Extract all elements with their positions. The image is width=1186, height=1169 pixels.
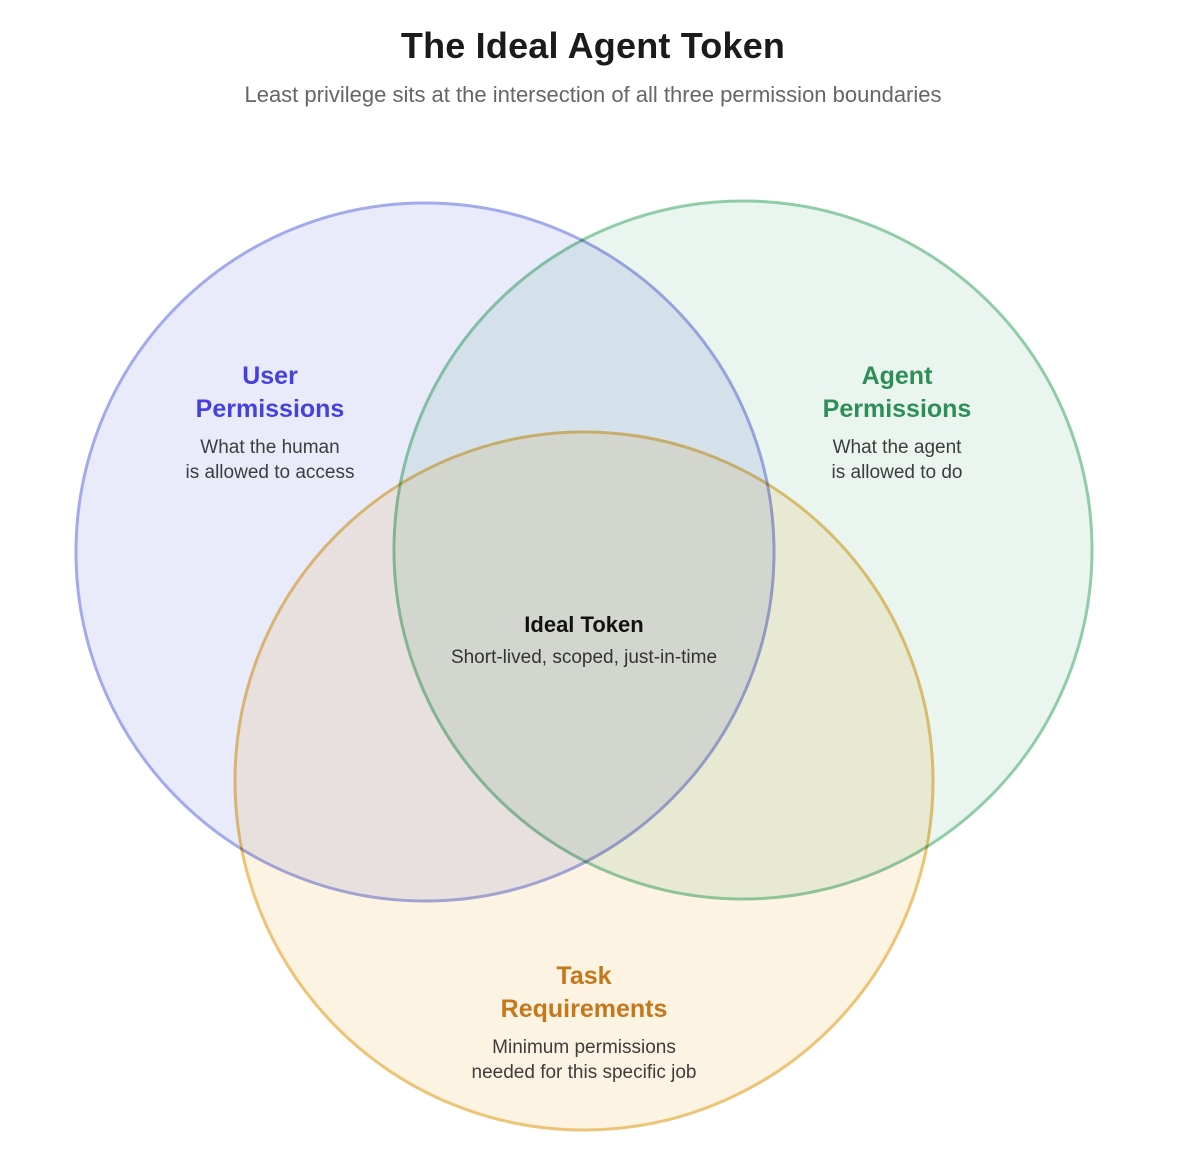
agent-permissions-desc-line1: What the agent bbox=[832, 437, 962, 458]
ideal-token-description: Short-lived, scoped, just-in-time bbox=[450, 647, 718, 668]
user-permissions-desc-line2: is allowed to access bbox=[185, 462, 355, 483]
task-requirements-description: Minimum permissions needed for this spec… bbox=[472, 1035, 697, 1085]
agent-permissions-label: Agent Permissions What the agent is allo… bbox=[823, 360, 972, 485]
ideal-token-title: Ideal Token bbox=[524, 612, 644, 637]
task-requirements-label: Task Requirements Minimum permissions ne… bbox=[472, 960, 697, 1085]
user-permissions-description: What the human is allowed to access bbox=[186, 435, 355, 485]
page-title: The Ideal Agent Token bbox=[400, 25, 786, 66]
task-requirements-title-line2: Requirements bbox=[500, 995, 668, 1023]
task-requirements-title: Task Requirements bbox=[472, 960, 697, 1026]
task-requirements-title-line1: Task bbox=[556, 962, 612, 990]
user-permissions-desc-line1: What the human bbox=[200, 437, 340, 458]
user-permissions-title-line2: Permissions bbox=[195, 395, 345, 423]
agent-permissions-description: What the agent is allowed to do bbox=[823, 435, 972, 485]
agent-permissions-title: Agent Permissions bbox=[823, 360, 972, 426]
agent-permissions-desc-line2: is allowed to do bbox=[831, 462, 963, 483]
task-requirements-circle bbox=[233, 430, 935, 1132]
task-requirements-desc-line2: needed for this specific job bbox=[471, 1062, 697, 1083]
task-requirements-desc-line1: Minimum permissions bbox=[492, 1037, 676, 1058]
agent-permissions-title-line2: Permissions bbox=[822, 395, 972, 423]
user-permissions-title: User Permissions bbox=[186, 360, 355, 426]
page-subtitle: Least privilege sits at the intersection… bbox=[244, 82, 942, 107]
ideal-token-label: Ideal Token Short-lived, scoped, just-in… bbox=[451, 611, 717, 670]
user-permissions-title-line1: User bbox=[242, 362, 298, 390]
agent-permissions-title-line1: Agent bbox=[861, 362, 933, 390]
user-permissions-label: User Permissions What the human is allow… bbox=[186, 360, 355, 485]
